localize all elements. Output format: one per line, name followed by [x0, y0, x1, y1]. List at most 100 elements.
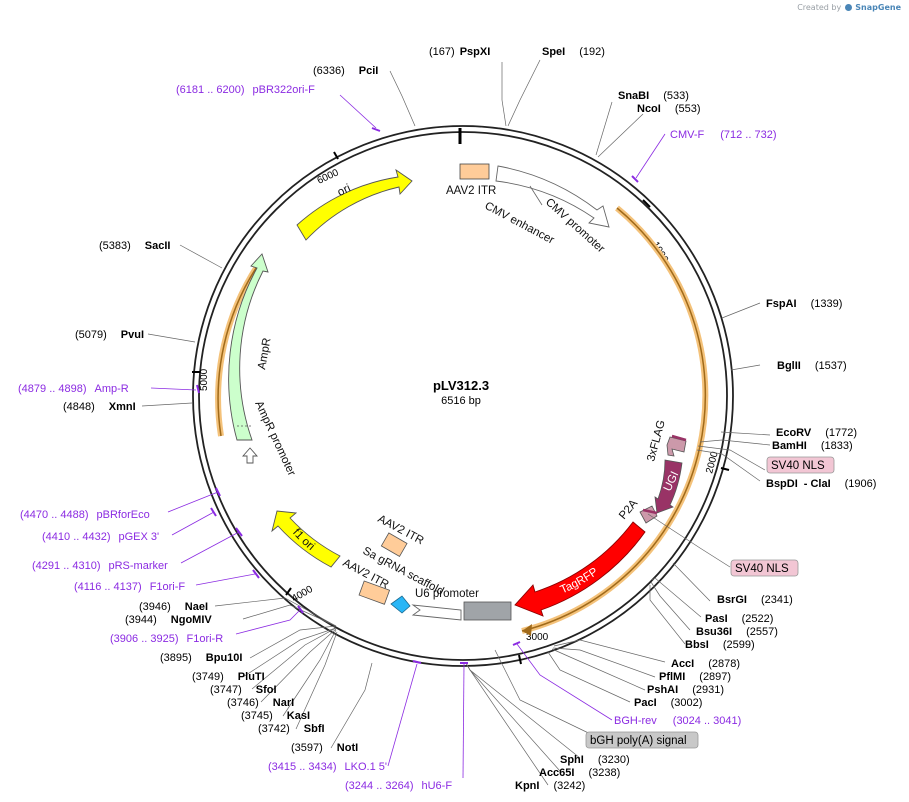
primer-cmv-f[interactable]: CMV-F(712 .. 732)	[670, 129, 777, 141]
enzyme-fspai[interactable]: FspAI(1339)	[766, 298, 842, 310]
bgh-polya-box[interactable]	[463, 601, 512, 621]
sv40-nls-marker-1	[671, 434, 687, 442]
backbone	[192, 125, 734, 667]
enzyme-kasi[interactable]: (3745)KasI	[241, 710, 310, 722]
orf-right-arrowhead	[522, 624, 532, 636]
ugi-arrow[interactable]	[654, 459, 683, 514]
sv40-nls-marker-2	[642, 508, 658, 515]
tagrfp-arrow[interactable]	[514, 521, 646, 617]
enzyme-bglii[interactable]: BglII(1537)	[777, 360, 847, 372]
enzyme-bamhi[interactable]: BamHI(1833)	[772, 440, 853, 452]
ampr-label: AmpR	[256, 337, 273, 371]
orf-left-line	[217, 261, 261, 437]
enzyme-xmni[interactable]: (4848)XmnI	[63, 401, 136, 413]
primer-labels: (6181 .. 6200)pBR322ori-F CMV-F(712 .. 7…	[18, 84, 777, 792]
orf-arcs	[215, 205, 709, 636]
enzyme-pasi[interactable]: PasI(2522)	[705, 613, 773, 625]
primer-hu6-f[interactable]: (3244 .. 3264)hU6-F	[345, 780, 452, 792]
ampr-arrow[interactable]	[228, 253, 269, 441]
boxed-labels: SV40 NLS SV40 NLS bGH poly(A) signal	[585, 456, 835, 749]
sv40-nls-label-1: SV40 NLS	[771, 460, 825, 472]
enzyme-sfoi[interactable]: (3747)SfoI	[210, 684, 277, 696]
enzyme-pflmi[interactable]: PflMI(2897)	[659, 671, 731, 683]
primer-lko1-5[interactable]: (3415 .. 3434)LKO.1 5'	[268, 761, 387, 773]
snapgene-credit: Created by SnapGene	[797, 3, 901, 12]
plasmid-name: pLV312.3	[433, 378, 489, 393]
plasmid-length: 6516 bp	[441, 395, 481, 407]
aav2-itr-low-box[interactable]	[358, 580, 391, 605]
enzyme-labels-left: (6336)PciI (5383)SacII (5079)PvuI (4848)…	[63, 65, 378, 754]
bgh-polya-label: bGH poly(A) signal	[590, 735, 687, 747]
snapgene-logo-icon	[844, 4, 852, 11]
tick-2000	[720, 467, 730, 471]
u6-promoter-label: U6 promoter	[415, 588, 479, 600]
enzyme-bsu36i[interactable]: Bsu36I(2557)	[696, 626, 778, 638]
enzyme-sbfi[interactable]: (3742)SbfI	[258, 723, 325, 735]
aav2-itr-top-label: AAV2 ITR	[446, 185, 496, 197]
tick-label-6000: 6000	[316, 167, 341, 187]
cmv-enhancer-marker	[529, 185, 543, 206]
primer-lines	[150, 94, 666, 779]
tick-label-4000: 4000	[290, 584, 315, 605]
sv40-nls-box-1[interactable]	[766, 456, 835, 474]
enzyme-pshai[interactable]: PshAI(2931)	[647, 684, 724, 696]
enzyme-labels-right: (167)PspXI SpeI(192) SnaBI(533) NcoI(553…	[429, 46, 876, 792]
f1-ori-arrow[interactable]	[271, 510, 341, 568]
enzyme-acc65i[interactable]: Acc65I(3238)	[539, 767, 620, 779]
enzyme-kpni[interactable]: KpnI(3242)	[515, 780, 585, 792]
primer-pgex-3[interactable]: (4410 .. 4432)pGEX 3'	[42, 531, 159, 543]
enzyme-sphi[interactable]: SphI(3230)	[560, 754, 630, 766]
primer-pbrforeco[interactable]: (4470 .. 4488)pBRforEco	[20, 509, 150, 521]
primer-bgh-rev[interactable]: BGH-rev(3024 .. 3041)	[614, 715, 741, 727]
primer-f1ori-r[interactable]: (3906 .. 3925)F1ori-R	[110, 633, 223, 645]
tick-label-3000: 3000	[526, 632, 549, 643]
tick-3000	[518, 654, 522, 665]
backbone-inner-strand	[198, 131, 728, 661]
enzyme-bpu10i[interactable]: (3895)Bpu10I	[160, 652, 242, 664]
cmv-promoter-arrow[interactable]	[495, 165, 610, 228]
ori-arrow[interactable]	[296, 168, 413, 241]
enzyme-pspxi[interactable]: (167)PspXI	[429, 46, 490, 58]
ori-label: ori	[336, 182, 353, 198]
enzyme-bbsi[interactable]: BbsI(2599)	[685, 639, 755, 651]
primer-f1ori-f[interactable]: (4116 .. 4137)F1ori-F	[74, 581, 185, 593]
aav2-itr-top-box[interactable]	[459, 163, 490, 180]
primer-pbr322ori-f[interactable]: (6181 .. 6200)pBR322ori-F	[176, 84, 315, 96]
sv40-nls-box-2[interactable]	[730, 559, 799, 577]
enzyme-spei[interactable]: SpeI(192)	[542, 46, 605, 58]
enzyme-ecorv[interactable]: EcoRV(1772)	[776, 427, 857, 439]
orf-right-line	[521, 207, 707, 632]
p2a-label: P2A	[617, 497, 640, 522]
credit-prefix: Created by	[797, 3, 842, 12]
enzyme-snabi[interactable]: SnaBI(533)	[618, 90, 689, 102]
aav2-itr-inner-box[interactable]	[380, 532, 408, 557]
enzyme-sacii[interactable]: (5383)SacII	[99, 240, 170, 252]
enzyme-acci[interactable]: AccI(2878)	[671, 658, 740, 670]
enzyme-pcii[interactable]: (6336)PciI	[313, 65, 378, 77]
enzyme-ncoi[interactable]: NcoI(553)	[637, 103, 701, 115]
enzyme-ngomiv[interactable]: (3944)NgoMIV	[125, 614, 212, 626]
sa-grna-scaffold-arrow[interactable]	[390, 595, 411, 614]
ampr-promoter-arrow[interactable]	[242, 447, 258, 464]
bgh-polya-label-box[interactable]	[585, 731, 699, 749]
enzyme-naei[interactable]: (3946)NaeI	[139, 601, 208, 613]
enzyme-nari[interactable]: (3746)NarI	[227, 697, 294, 709]
enzyme-bsrgi[interactable]: BsrGI(2341)	[717, 594, 793, 606]
backbone-outer-strand	[192, 125, 734, 667]
enzyme-pluti[interactable]: (3749)PluTI	[192, 671, 265, 683]
leader-lines	[141, 59, 771, 786]
u6-promoter-arrow[interactable]	[411, 604, 462, 621]
tick-4000	[285, 587, 292, 596]
tick-1000	[642, 199, 651, 208]
sv40-nls-label-2: SV40 NLS	[735, 563, 789, 575]
3xflag-arrow[interactable]	[666, 436, 687, 457]
enzyme-paci[interactable]: PacI(3002)	[634, 697, 702, 709]
ampr-promoter-label: AmpR promoter	[252, 399, 297, 478]
3xflag-label: 3xFLAG	[645, 419, 668, 463]
enzyme-bspdi-clai[interactable]: BspDI-ClaI(1906)	[766, 478, 876, 490]
enzyme-noti[interactable]: (3597)NotI	[291, 742, 358, 754]
primer-amp-r[interactable]: (4879 .. 4898)Amp-R	[18, 383, 129, 395]
primer-prs-marker[interactable]: (4291 .. 4310)pRS-marker	[32, 560, 168, 572]
enzyme-pvui[interactable]: (5079)PvuI	[75, 329, 144, 341]
